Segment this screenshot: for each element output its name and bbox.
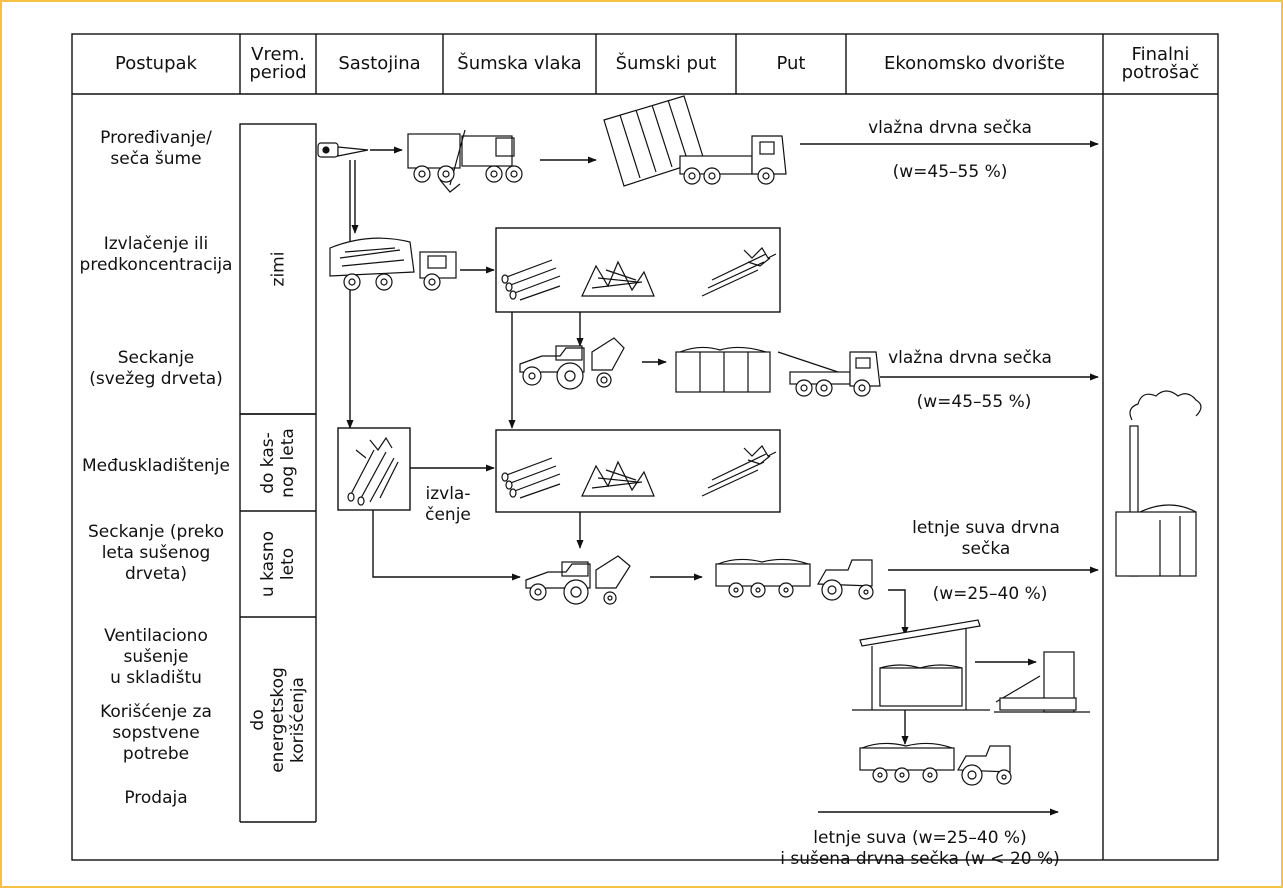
procedure-prodaja: Prodaja <box>124 788 188 808</box>
label-vlazna-secka-2: vlažna drvna sečka <box>888 348 1052 368</box>
procedure-koriscenje: Korišćenje za sopstvene potrebe <box>100 702 212 764</box>
procedure-proredjivanje: Proređivanje/ seča šume <box>100 128 212 169</box>
header-postupak: Postupak <box>115 53 197 74</box>
storage-box-1 <box>495 227 781 313</box>
procedure-seckanje-svez: Seckanje (svežeg drveta) <box>89 348 223 389</box>
container-truck-icon <box>675 346 881 397</box>
procedure-izvlacenje: Izvlačenje ili predkoncentracija <box>79 234 233 275</box>
period-do-kasnog-leta: do kas- nog leta <box>257 427 298 498</box>
label-vlazna-secka-1: vlažna drvna sečka <box>868 118 1032 138</box>
label-final-product: letnje suva (w=25–40 %) i sušena drvna s… <box>780 828 1060 869</box>
label-letnje-suva: letnje suva drvna sečka <box>912 518 1060 559</box>
period-zimi: zimi <box>268 251 288 287</box>
header-ekonomsko-dvoriste: Ekonomsko dvorište <box>883 53 1066 74</box>
label-moisture-1: (w=45–55 %) <box>892 162 1008 182</box>
table-grid <box>71 33 1219 861</box>
label-moisture-2: (w=45–55 %) <box>916 392 1032 412</box>
forwarder-icon <box>329 237 457 291</box>
label-moisture-3: (w=25–40 %) <box>932 584 1048 604</box>
header-sumski-put: Šumski put <box>615 53 717 74</box>
header-put: Put <box>776 53 806 74</box>
drying-shed-icon <box>852 619 990 711</box>
label-izvlacenje: izvla- čenje <box>425 484 471 525</box>
chainsaw-icon <box>317 142 369 158</box>
period-u-kasno-leto: u kasno leto <box>258 530 298 598</box>
header-vrem-period: Vrem. period <box>249 44 307 83</box>
header-sastojina: Sastojina <box>338 53 421 74</box>
procedure-seckanje-leto: Seckanje (preko leta sušenog drveta) <box>87 522 225 584</box>
tree-bundle-icon <box>701 247 777 297</box>
chipper-tractor-icon <box>525 555 631 605</box>
dump-truck-icon <box>603 95 787 187</box>
power-plant-icon <box>1115 390 1202 577</box>
storage-box-2 <box>495 429 781 513</box>
tractor-trailer-icon <box>715 558 874 601</box>
tree-box <box>337 427 411 511</box>
log-pile-icon <box>501 259 561 301</box>
harvester-icon <box>407 129 523 193</box>
header-sumska-vlaka: Šumska vlaka <box>457 53 582 74</box>
brush-pile-icon <box>581 460 655 497</box>
procedure-ventilaciono: Ventilaciono sušenje u skladištu <box>104 626 208 688</box>
tractor-trailer-icon <box>859 742 1012 786</box>
tree-bundle-icon <box>347 436 399 506</box>
brush-pile-icon <box>581 260 655 297</box>
header-finalni-potrosac: Finalni potrošač <box>1121 44 1200 83</box>
log-pile-icon <box>501 457 561 499</box>
boiler-icon <box>994 651 1090 713</box>
period-do-energetskog: do energetskog korišćenja <box>248 666 309 773</box>
procedure-medjuskladistenje: Međuskladištenje <box>82 456 230 476</box>
chipper-tractor-icon <box>519 337 625 390</box>
tree-bundle-icon <box>701 445 777 497</box>
